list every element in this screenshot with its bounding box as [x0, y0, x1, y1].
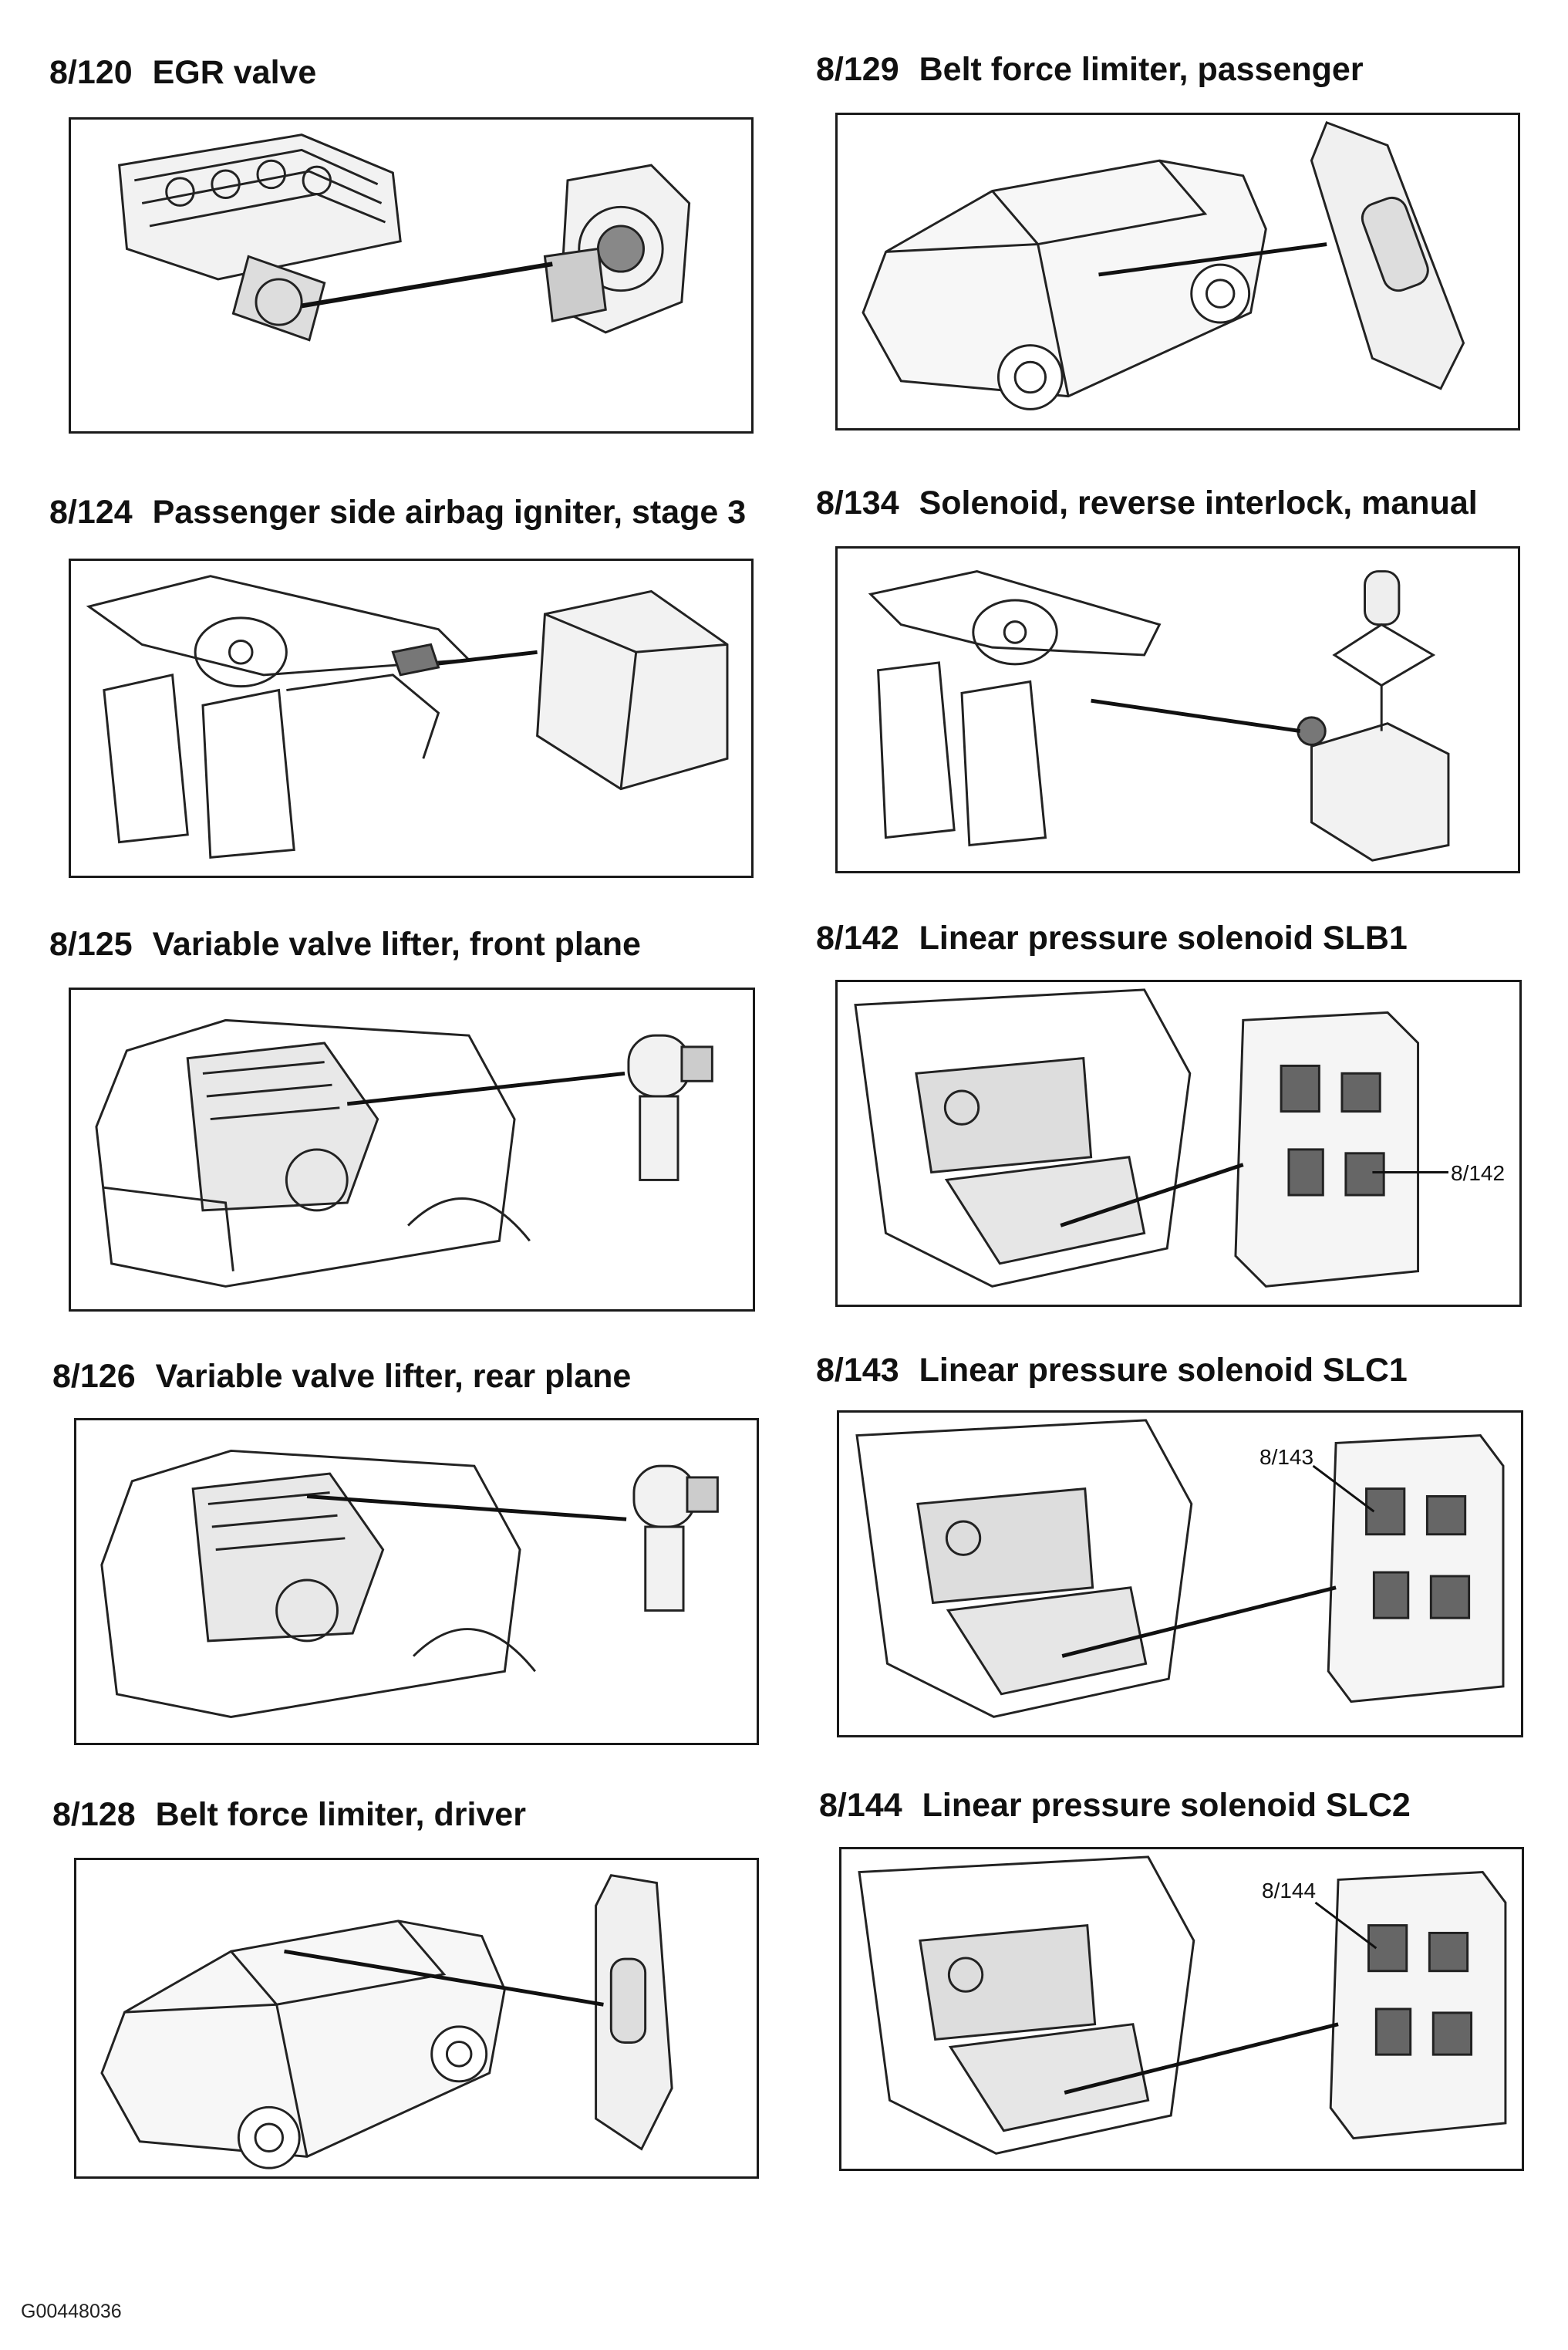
panel-title: 8/120 EGR valve: [49, 54, 316, 92]
panel-title: 8/124 Passenger side airbag igniter, stag…: [49, 494, 746, 532]
panel-label: Linear pressure solenoid SLB1: [919, 920, 1408, 957]
panel-label: Belt force limiter, passenger: [919, 51, 1364, 88]
panel-number: 8/125: [49, 926, 133, 963]
panel-number: 8/120: [49, 54, 133, 91]
illustration-frame: [74, 1418, 759, 1745]
airbag-igniter-illustration: [86, 575, 729, 859]
panel-label: Linear pressure solenoid SLC2: [922, 1787, 1411, 1824]
transmission-slc1-illustration: [855, 1419, 1505, 1718]
transmission-slc2-illustration: [858, 1855, 1507, 2155]
panel-number: 8/124: [49, 494, 133, 531]
panel-number: 8/126: [52, 1358, 136, 1395]
panel-title: 8/144 Linear pressure solenoid SLC2: [819, 1787, 1411, 1825]
panel-title: 8/128 Belt force limiter, driver: [52, 1796, 526, 1834]
illustration-frame: 8/144: [839, 1847, 1524, 2171]
callout-label: 8/142: [1451, 1161, 1506, 1185]
panel-title: 8/134 Solenoid, reverse interlock, manual: [816, 485, 1478, 522]
panel-label: Solenoid, reverse interlock, manual: [919, 485, 1478, 522]
panel-number: 8/134: [816, 485, 899, 522]
transmission-slb1-illustration: [854, 988, 1448, 1288]
illustration-frame: [69, 988, 755, 1312]
panel-label: Belt force limiter, driver: [155, 1796, 526, 1833]
illustration-frame: [69, 117, 754, 434]
panel-title: 8/142 Linear pressure solenoid SLB1: [816, 920, 1408, 957]
illustration-frame: 8/143: [837, 1410, 1523, 1737]
egr-valve-illustration: [118, 133, 691, 342]
shifter-solenoid-illustration: [868, 570, 1450, 862]
panel-title: 8/129 Belt force limiter, passenger: [816, 51, 1364, 89]
valve-lifter-front-illustration: [95, 1018, 713, 1288]
panel-number: 8/143: [816, 1352, 899, 1389]
panel-label: Passenger side airbag igniter, stage 3: [152, 494, 747, 531]
panel-label: Variable valve lifter, front plane: [152, 926, 641, 963]
illustration-frame: 8/142: [835, 980, 1522, 1307]
panel-title: 8/143 Linear pressure solenoid SLC1: [816, 1352, 1408, 1389]
figure-code: G00448036: [21, 2301, 122, 2322]
valve-lifter-rear-illustration: [100, 1449, 719, 1718]
panel-title: 8/126 Variable valve lifter, rear plane: [52, 1358, 631, 1396]
illustration-frame: [69, 559, 754, 878]
panel-label: EGR valve: [152, 54, 317, 91]
panel-label: Linear pressure solenoid SLC1: [919, 1352, 1408, 1389]
panel-number: 8/144: [819, 1787, 902, 1824]
panel-label: Variable valve lifter, rear plane: [155, 1358, 632, 1395]
panel-number: 8/129: [816, 51, 899, 88]
panel-number: 8/128: [52, 1796, 136, 1833]
panel-title: 8/125 Variable valve lifter, front plane: [49, 926, 641, 964]
panel-number: 8/142: [816, 920, 899, 957]
illustration-frame: [835, 546, 1520, 873]
callout-label: 8/144: [1262, 1879, 1317, 1903]
belt-force-limiter-illustration: [862, 120, 1465, 410]
illustration-frame: [835, 113, 1520, 430]
belt-force-limiter-driver-illustration: [100, 1874, 673, 2169]
illustration-frame: [74, 1858, 759, 2179]
callout-label: 8/143: [1259, 1445, 1314, 1469]
